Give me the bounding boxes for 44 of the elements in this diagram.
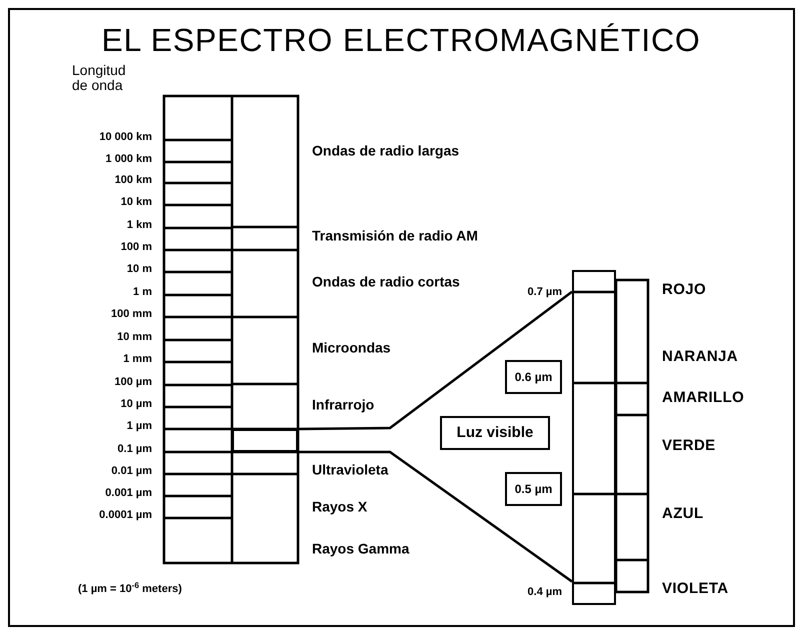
wavelength-label: 100 km <box>114 172 152 188</box>
wavelength-label: 0.7 µm <box>526 284 562 300</box>
wavelength-label: 100 mm <box>110 306 152 322</box>
wavelength-label: 1 mm <box>122 352 152 367</box>
footnote: (1 µm = 10$^{-6}$ meters) <box>78 580 182 597</box>
wavelength-box: 0.6 µm <box>505 360 562 394</box>
band-label: Rayos Gamma <box>312 540 410 558</box>
color-label: ROJO <box>662 280 706 300</box>
band-label: Rayos X <box>312 498 368 516</box>
wavelength-label: 1 µm <box>126 418 152 434</box>
wavelength-label: 10 km <box>120 194 152 210</box>
wavelength-label: 0.01 µm <box>110 464 152 479</box>
band-box <box>572 270 616 605</box>
zoom-line <box>298 450 573 583</box>
title: EL ESPECTRO ELECTROMAGNÉTICO <box>100 21 702 60</box>
wavelength-label: 1 km <box>126 218 152 233</box>
wavelength-label: 1 000 km <box>104 152 152 167</box>
band-box <box>232 429 298 452</box>
wavelength-label: 1 m <box>132 284 152 300</box>
color-label: AMARILLO <box>662 388 744 408</box>
band-label: Ondas de radio largas <box>312 142 460 160</box>
color-label: VERDE <box>662 436 716 456</box>
wavelength-label: 10 µm <box>120 396 152 412</box>
color-label: NARANJA <box>662 346 738 367</box>
wavelength-label: 0.1 µm <box>116 442 152 457</box>
color-label: AZUL <box>662 504 704 524</box>
wavelength-label: 100 m <box>120 240 152 255</box>
wavelength-label: 0.4 µm <box>526 584 562 600</box>
wavelength-label: 0.001 µm <box>104 486 152 501</box>
wavelength-label: 100 µm <box>113 374 152 390</box>
band-label: Ultravioleta <box>312 460 388 480</box>
wavelength-box: 0.5 µm <box>505 472 562 506</box>
label-box: Luz visible <box>440 416 550 450</box>
wavelength-label: 0.0001 µm <box>98 508 152 523</box>
wavelength-label: 10 mm <box>116 330 152 345</box>
band-label: Infrarrojo <box>312 396 374 414</box>
band-label: Ondas de radio cortas <box>312 272 460 292</box>
wavelength-label: 10 m <box>126 262 152 277</box>
axis-title: Longitud de onda <box>72 63 127 93</box>
color-label: VIOLETA <box>662 578 729 599</box>
band-label: Microondas <box>312 338 391 358</box>
zoom-line <box>298 290 573 430</box>
wavelength-label: 10 000 km <box>98 130 152 145</box>
band-label: Transmisión de radio AM <box>312 226 478 246</box>
